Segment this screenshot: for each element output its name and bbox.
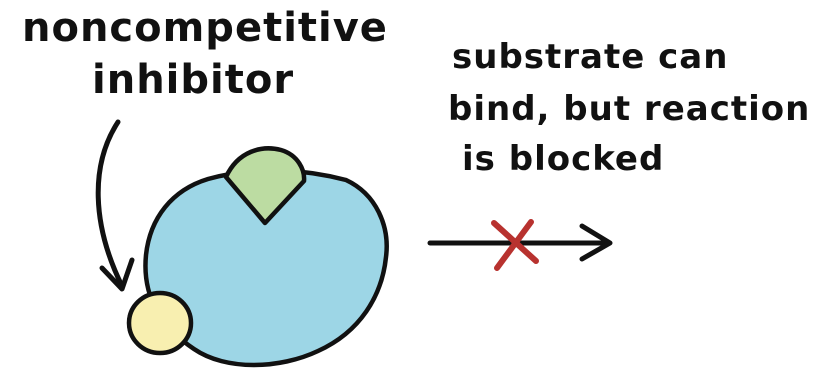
inhibitor-label-line-1: noncompetitive	[22, 5, 388, 51]
enzyme-body	[143, 168, 389, 368]
pointer-arrow-shaft	[95, 119, 125, 289]
blocked-mark-stroke-2	[494, 219, 534, 271]
reaction-note-line-1: substrate can	[452, 37, 729, 77]
pointer-arrow	[95, 119, 135, 292]
right-arrow-icon	[579, 223, 613, 262]
red-x-icon	[491, 219, 539, 271]
inhibitor-label-line-2: inhibitor	[92, 57, 295, 103]
reaction-note-line-2: bind, but reaction	[448, 89, 811, 129]
pointer-arrow-head	[99, 257, 135, 292]
noncompetitive-inhibitor-shape	[126, 290, 194, 356]
bound-substrate	[223, 146, 307, 226]
reaction-note-line-3: is blocked	[462, 139, 665, 179]
reaction-note: substrate can bind, but reaction is bloc…	[448, 40, 833, 190]
